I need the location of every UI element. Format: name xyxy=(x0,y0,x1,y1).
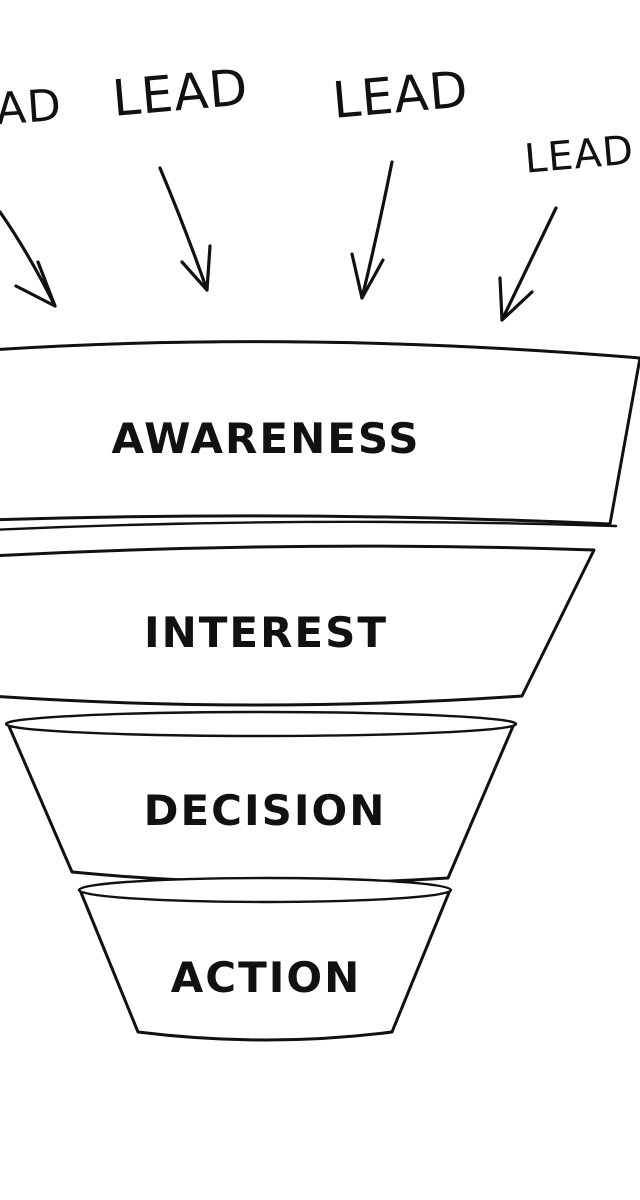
stage-label-interest: INTEREST xyxy=(144,608,388,657)
lead-arrow-4 xyxy=(498,206,558,322)
funnel-stage-action xyxy=(77,876,453,1042)
lead-arrow-2 xyxy=(158,166,212,292)
stage-label-action: ACTION xyxy=(171,953,361,1002)
funnel-stage-awareness xyxy=(0,340,640,531)
lead-label-4: LEAD xyxy=(523,127,636,182)
lead-arrow-3 xyxy=(350,160,394,300)
funnel-stage-decision xyxy=(4,710,518,885)
lead-label-2: LEAD xyxy=(110,58,251,128)
lead-label-1: AD xyxy=(0,80,64,135)
stage-label-awareness: AWARENESS xyxy=(111,414,420,463)
funnel-stage-interest xyxy=(0,544,596,707)
lead-label-3: LEAD xyxy=(330,60,471,130)
stage-label-decision: DECISION xyxy=(144,786,387,835)
lead-arrow-1 xyxy=(0,210,57,308)
